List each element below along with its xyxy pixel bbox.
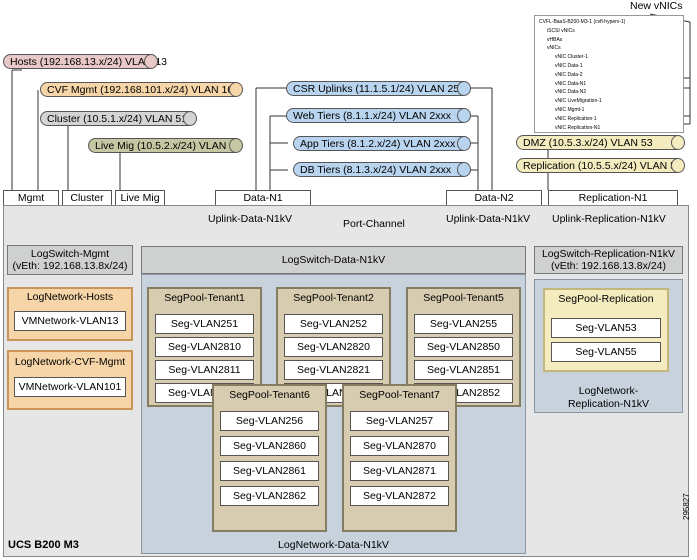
lognetwork-data-label: LogNetwork-Data-N1kV: [278, 539, 389, 551]
logswitch-replication-title: LogSwitch-Replication-N1kV: [541, 248, 676, 260]
figure-id: 295827: [682, 493, 691, 520]
chassis-label: UCS B200 M3: [8, 539, 79, 551]
seg-vlan-item: Seg-VLAN2871: [350, 461, 449, 481]
logswitch-replication: LogSwitch-Replication-N1kV (vEth: 192.16…: [534, 246, 683, 274]
tab-mgmt: Mgmt: [3, 190, 59, 206]
pipe-dmz: DMZ (10.5.3.x/24) VLAN 53: [516, 135, 685, 150]
tab-replication-n1: Replication-N1: [548, 190, 678, 206]
seg-vlan-item: Seg-VLAN2860: [220, 436, 319, 456]
seg-vlan-item: Seg-VLAN2851: [414, 360, 513, 380]
seg-vlan-item: Seg-VLAN2870: [350, 436, 449, 456]
pipe-cluster: Cluster (10.5.1.x/24) VLAN 51: [40, 111, 197, 126]
lognetwork-replication-label-1: LogNetwork-: [578, 385, 639, 397]
pipe-cvf-mgmt: CVF Mgmt (192.168.101.x/24) VLAN 101: [40, 82, 243, 97]
uplink-data-left: Uplink-Data-N1kV: [208, 213, 293, 225]
vnic-tree-row: vNIC Replication-1: [555, 115, 597, 122]
segpool-title: SegPool-Tenant2: [293, 292, 374, 304]
tab-data-n1: Data-N1: [215, 190, 311, 206]
vnic-tree-row: iSCSI vNICs: [547, 27, 575, 34]
seg-vlan-item: Seg-VLAN2872: [350, 486, 449, 506]
seg-vlan-item: Seg-VLAN2810: [155, 337, 254, 357]
vnic-tree-row: vNIC Replication-N1: [555, 124, 601, 131]
vnic-tree-row: vNIC Data-1: [555, 62, 583, 69]
vnic-tree-row: vNIC Data-N1: [555, 80, 587, 87]
seg-vlan-item: Seg-VLAN2850: [414, 337, 513, 357]
vnic-tree-row: vNIC Data-N2: [555, 89, 587, 96]
seg-vlan-item: Seg-VLAN252: [284, 314, 383, 334]
port-channel-label: Port-Channel: [343, 218, 405, 230]
logswitch-mgmt-veth: (vEth: 192.168.13.8x/24): [12, 260, 128, 272]
pipe-replication: Replication (10.5.5.x/24) VLAN 55: [516, 158, 685, 173]
lognetwork-cvf-title: LogNetwork-CVF-Mgmt: [14, 356, 126, 368]
segpool-title: SegPool-Tenant7: [359, 389, 440, 401]
logswitch-mgmt: LogSwitch-Mgmt (vEth: 192.168.13.8x/24): [7, 245, 133, 275]
pipe-web-tiers: Web Tiers (8.1.1.x/24) VLAN 2xxx: [286, 108, 471, 123]
vnic-tree-inset: CVFL-BaaS-B200-M3-1 (cvfl-hyperv-1) iSCSI…: [534, 15, 684, 133]
vnic-tree-row: vNIC Data-2: [555, 71, 583, 78]
vnic-tree-row: vNIC Mgmt-1: [555, 106, 585, 113]
tab-data-n2: Data-N2: [446, 190, 542, 206]
pipe-csr-uplinks: CSR Uplinks (11.1.5.1/24) VLAN 25x: [286, 81, 471, 96]
vnic-tree-row: vNIC Cluster-1: [555, 54, 588, 61]
new-vnics-label: New vNICs: [630, 0, 683, 12]
seg-vlan-item: Seg-VLAN2821: [284, 360, 383, 380]
segpool-replication: SegPool-Replication Seg-VLAN53 Seg-VLAN5…: [543, 288, 669, 372]
pipe-hosts: Hosts (192.168.13.x/24) VLAN 13: [3, 54, 167, 69]
seg-vlan-item: Seg-VLAN2820: [284, 337, 383, 357]
lognetwork-replication-label-2: Replication-N1kV: [567, 398, 650, 410]
seg-vlan-item: Seg-VLAN2861: [220, 461, 319, 481]
lognetwork-cvf-mgmt: LogNetwork-CVF-Mgmt VMNetwork-VLAN101: [7, 350, 133, 410]
vnic-tree-row: vNICs: [547, 45, 561, 52]
segpool-replication-title: SegPool-Replication: [558, 293, 654, 305]
seg-vlan55: Seg-VLAN55: [551, 342, 661, 362]
vmnetwork-vlan101: VMNetwork-VLAN101: [14, 377, 126, 397]
uplink-replication: Uplink-Replication-N1kV: [552, 213, 666, 225]
vnic-tree-row: CVFL-BaaS-B200-M3-1 (cvfl-hyperv-1): [539, 19, 626, 25]
vnic-tree-row: vHBAs: [547, 36, 563, 43]
lognetwork-hosts-title: LogNetwork-Hosts: [26, 291, 114, 303]
logswitch-mgmt-title: LogSwitch-Mgmt: [30, 248, 110, 260]
seg-vlan-item: Seg-VLAN255: [414, 314, 513, 334]
vmnetwork-vlan13: VMNetwork-VLAN13: [14, 311, 126, 331]
logswitch-data-n1kv: LogSwitch-Data-N1kV: [141, 246, 526, 274]
pipe-live-mig: Live Mig (10.5.2.x/24) VLAN 52: [88, 138, 243, 153]
seg-vlan-item: Seg-VLAN256: [220, 411, 319, 431]
segpool-title: SegPool-Tenant6: [229, 389, 310, 401]
lognetwork-hosts: LogNetwork-Hosts VMNetwork-VLAN13: [7, 287, 133, 341]
segpool-title: SegPool-Tenant5: [423, 292, 504, 304]
uplink-data-right: Uplink-Data-N1kV: [446, 213, 531, 225]
seg-vlan-item: Seg-VLAN251: [155, 314, 254, 334]
logswitch-replication-veth: (vEth: 192.168.13.8x/24): [551, 260, 666, 272]
tab-cluster: Cluster: [62, 190, 112, 206]
segpool-title: SegPool-Tenant1: [164, 292, 245, 304]
tab-live-mig: Live Mig: [115, 190, 165, 206]
pipe-app-tiers: App Tiers (8.1.2.x/24) VLAN 2xxx: [293, 136, 471, 151]
vnic-tree-row: vNIC LiveMigration-1: [555, 98, 602, 105]
seg-vlan-item: Seg-VLAN257: [350, 411, 449, 431]
pipe-db-tiers: DB Tiers (8.1.3.x/24) VLAN 2xxx: [293, 162, 471, 177]
seg-vlan-item: Seg-VLAN2811: [155, 360, 254, 380]
seg-vlan-item: Seg-VLAN2862: [220, 486, 319, 506]
seg-vlan53: Seg-VLAN53: [551, 318, 661, 338]
